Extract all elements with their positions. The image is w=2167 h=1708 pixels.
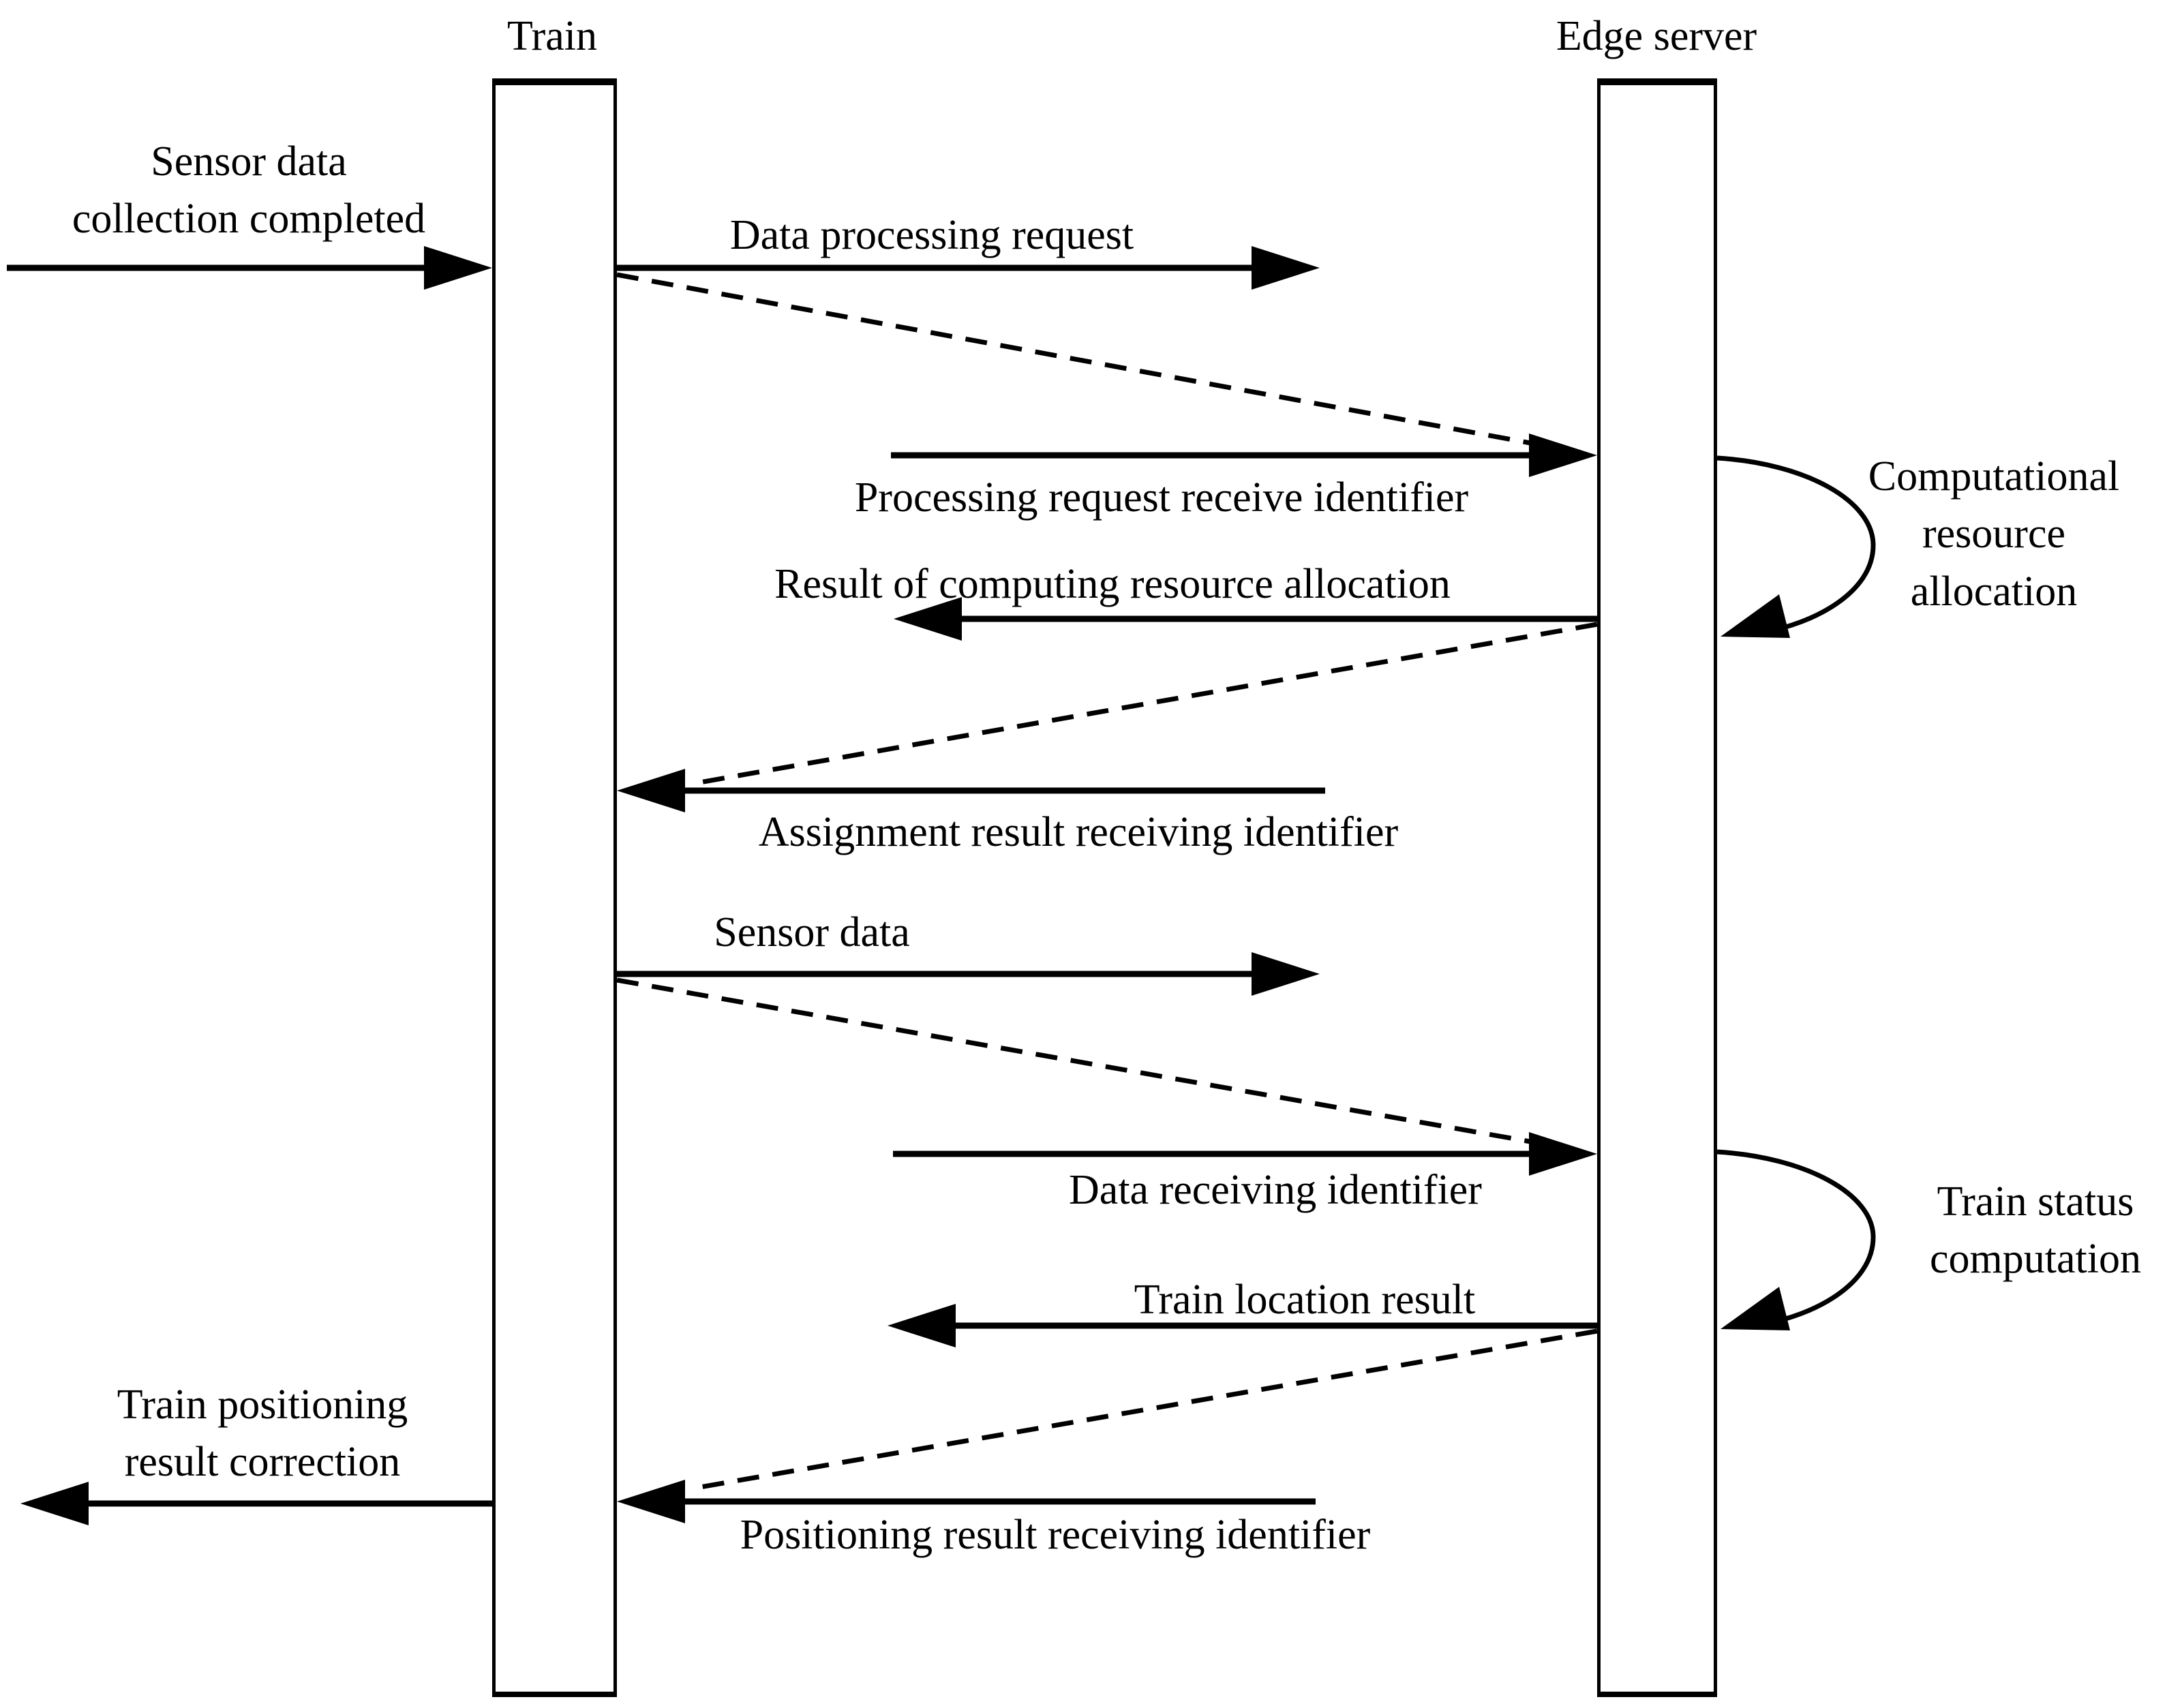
- external-arrow-sensor-data-collection-completed: [7, 246, 492, 290]
- message-arrow-data-processing-request: [617, 246, 1320, 290]
- label-train-positioning-result-correction: Train positioning result correction: [117, 1382, 408, 1486]
- label-positioning-result-receiving-identifier: Positioning result receiving identifier: [740, 1512, 1371, 1558]
- message-arrow-sensor-data: [617, 952, 1320, 996]
- lifeline-train-label: Train: [506, 13, 598, 59]
- label-result-of-computing-resource-allocation: Result of computing resource allocation: [774, 561, 1451, 607]
- transmission-dashed-allocation-result: [691, 622, 1598, 787]
- self-loop-computational-resource-allocation: [1716, 455, 1876, 638]
- label-processing-request-receive-identifier: Processing request receive identifier: [854, 474, 1469, 521]
- label-sensor-data: Sensor data: [714, 909, 910, 956]
- message-arrow-processing-request-receive-identifier: [891, 433, 1597, 477]
- lifeline-edge-server-label: Edge server: [1556, 13, 1757, 59]
- label-train-status-computation: Train status computation: [1930, 1178, 2141, 1283]
- transmission-dashed-sensor-data: [616, 977, 1531, 1144]
- lifeline-edge-server-box: [1597, 78, 1717, 1697]
- label-train-location-result: Train location result: [1134, 1277, 1476, 1323]
- message-arrow-data-receiving-identifier: [893, 1132, 1597, 1176]
- label-sensor-data-collection-completed: Sensor data collection completed: [72, 138, 426, 243]
- transmission-dashed-location-result: [691, 1328, 1598, 1491]
- message-arrow-train-location-result: [888, 1304, 1597, 1347]
- self-loop-train-status-computation: [1716, 1149, 1876, 1330]
- external-arrow-train-positioning-result-correction: [20, 1482, 492, 1525]
- label-data-receiving-identifier: Data receiving identifier: [1069, 1167, 1482, 1213]
- message-arrow-assignment-result-receiving-identifier: [617, 769, 1325, 812]
- transmission-dashed-processing-request: [616, 272, 1531, 446]
- lifeline-train-box: [492, 78, 617, 1697]
- message-arrow-positioning-result-receiving-identifier: [617, 1480, 1316, 1523]
- message-arrow-result-of-computing-resource-allocation: [894, 597, 1597, 641]
- label-computational-resource-allocation: Computational resource allocation: [1868, 453, 2120, 615]
- label-assignment-result-receiving-identifier: Assignment result receiving identifier: [758, 809, 1399, 855]
- label-data-processing-request: Data processing request: [729, 212, 1134, 258]
